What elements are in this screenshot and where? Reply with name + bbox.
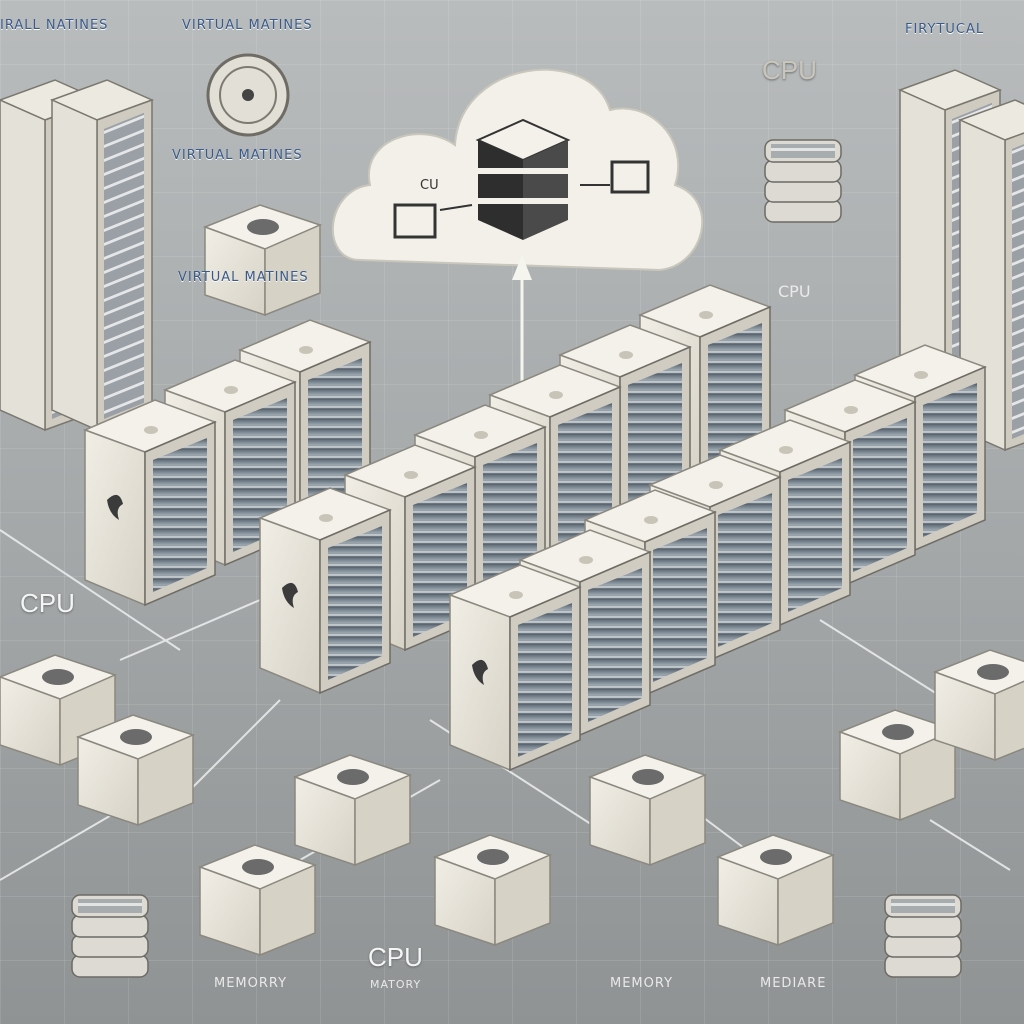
fan-icon xyxy=(206,53,290,137)
disk-stack-bottom-left xyxy=(71,894,149,978)
label-cpu-top-right: CPU xyxy=(762,55,817,85)
label-top-left-b: VIRTUAL MATINES xyxy=(182,18,313,33)
cloud xyxy=(331,68,704,440)
label-vm-2: VIRTUAL MATINES xyxy=(178,270,309,285)
label-vm-1: VIRTUAL MATINES xyxy=(172,148,303,163)
label-cloud-cpu: CU xyxy=(420,178,439,193)
label-cpu-right: CPU xyxy=(778,282,811,301)
disk-stack-bottom-right xyxy=(884,894,962,978)
disk-stack-top xyxy=(764,139,842,223)
label-memory-sub: MATORY xyxy=(370,978,422,991)
label-bottom-mid: MEMORY xyxy=(610,976,674,991)
label-memory: MEMORRY xyxy=(214,976,288,991)
label-top-right: FIRYTUCAL xyxy=(905,22,985,37)
label-cpu-left: CPU xyxy=(20,588,75,618)
label-cpu-bottom: CPU xyxy=(368,942,423,972)
rack-tower-left xyxy=(0,79,153,431)
label-bottom-right: MEDIARE xyxy=(760,976,827,991)
label-top-left-a: IRALL NATINES xyxy=(0,18,109,33)
chip-box xyxy=(204,204,321,316)
